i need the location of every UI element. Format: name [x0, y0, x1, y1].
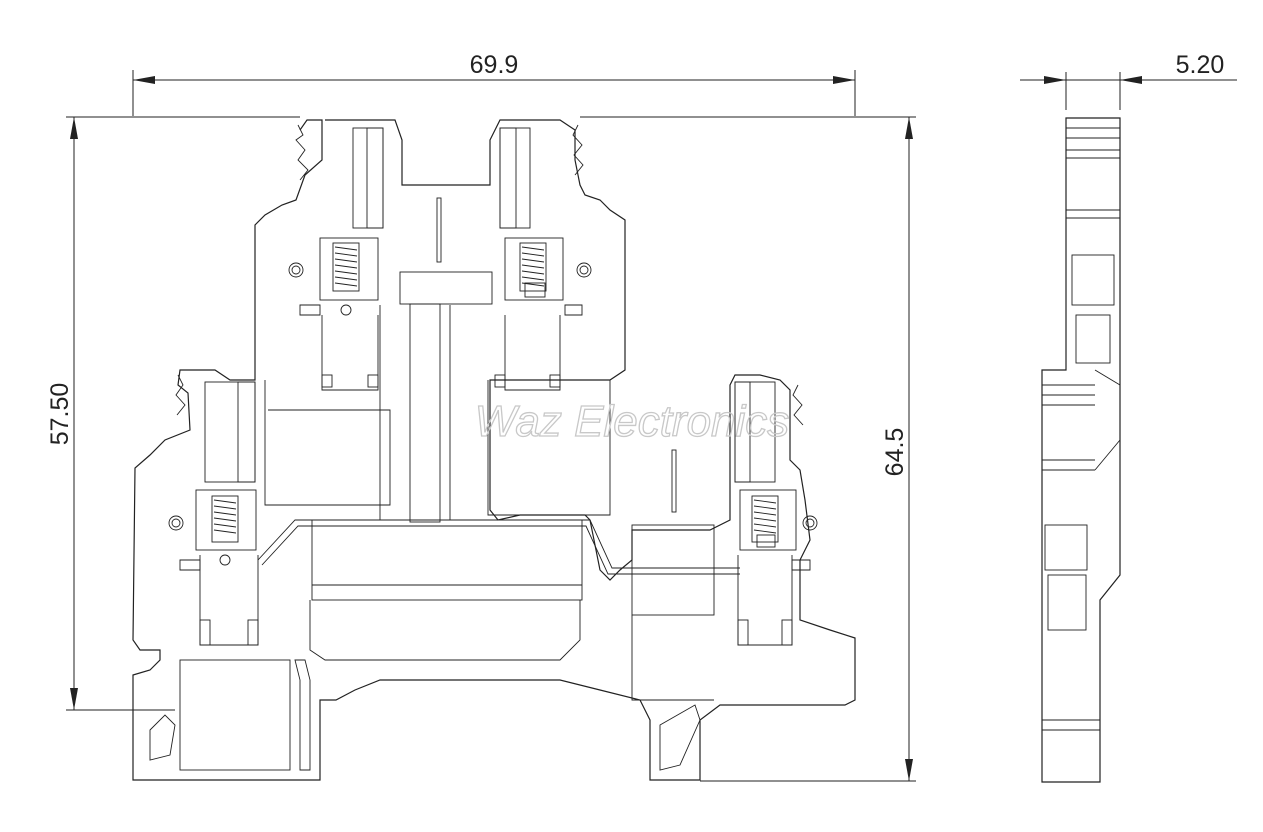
- total-height-dimension-label: 64.5: [881, 428, 909, 477]
- spring-bottom-right: [751, 495, 779, 543]
- thickness-dimension-label: 5.20: [1176, 51, 1225, 79]
- side-view: [1041, 117, 1121, 783]
- front-view: [132, 119, 856, 781]
- dimension-thickness: 5.20: [1020, 51, 1237, 110]
- spring-top-right: [519, 242, 547, 292]
- width-dimension-label: 69.9: [470, 51, 519, 79]
- spring-bottom-left: [211, 495, 239, 543]
- inner-height-dimension-label: 57.50: [46, 383, 74, 446]
- dimension-total-height: 64.5: [580, 116, 916, 782]
- watermark-text: Waz Electronics: [475, 397, 790, 446]
- outer-contour: [132, 119, 856, 781]
- dimension-width: 69.9: [132, 51, 856, 116]
- spring-top-left: [332, 242, 360, 292]
- dimension-inner-height: 57.50: [46, 116, 300, 711]
